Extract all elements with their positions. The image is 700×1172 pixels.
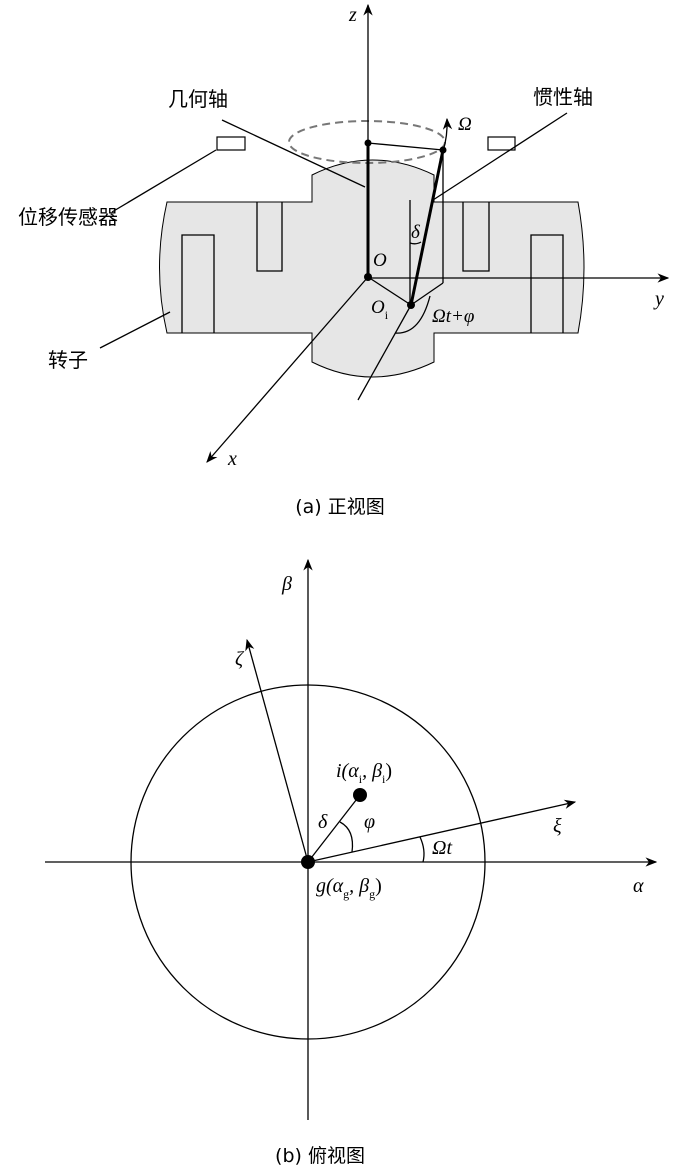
label-beta: β — [281, 573, 292, 595]
label-g-point: g(αg, βg) — [316, 875, 382, 901]
label-omega: Ω — [458, 114, 472, 135]
point-i — [353, 788, 367, 802]
label-geometric-axis: 几何轴 — [168, 87, 228, 111]
omega-t-arc — [419, 836, 425, 863]
inertial-axis-line — [409, 149, 445, 306]
label-sensor: 位移传感器 — [18, 205, 118, 229]
label-omega-t: Ωt — [432, 837, 452, 859]
label-z: z — [348, 4, 357, 26]
point-top-geometric — [364, 139, 372, 147]
leader-rotor — [99, 311, 171, 349]
sensor-left — [216, 136, 246, 151]
leader-sensor — [111, 149, 217, 213]
caption-front-view: (a) 正视图 — [295, 496, 385, 518]
point-g — [301, 855, 315, 869]
offset-Oi-side — [410, 282, 444, 306]
orbit-radius — [367, 142, 444, 151]
slot-right-outer — [530, 234, 564, 333]
top-view: β α ζ ξ δ φ Ωt i(αi, βi) g(αg, βg) (b) 俯… — [45, 558, 658, 1167]
label-rotor: 转子 — [48, 348, 88, 372]
label-inertial-axis: 惯性轴 — [533, 85, 593, 109]
label-delta-top: δ — [318, 811, 328, 833]
label-i-point: i(αi, βi) — [336, 760, 392, 786]
label-y: y — [653, 288, 664, 310]
phase-arc — [394, 295, 431, 334]
rotor-body — [159, 159, 585, 378]
label-phi: φ — [364, 811, 375, 833]
offset-line — [307, 794, 361, 863]
slot-left-inner — [256, 202, 283, 272]
zeta-axis — [245, 638, 309, 863]
front-view: z y x O Oi δ Ω Ωt+φ 几何轴 惯性轴 位移传感器 转子 (a)… — [18, 3, 670, 518]
caption-top-view: (b) 俯视图 — [275, 1145, 365, 1167]
label-alpha: α — [633, 875, 644, 897]
phase-reference — [357, 304, 412, 401]
phi-arc — [339, 821, 354, 853]
slot-left-outer — [181, 234, 215, 333]
label-x: x — [227, 448, 237, 470]
label-phase: Ωt+φ — [432, 306, 474, 327]
label-xi: ξ — [553, 815, 562, 837]
slot-right-inner — [462, 202, 490, 272]
point-top-inertial — [439, 146, 447, 154]
label-delta: δ — [411, 222, 421, 243]
leader-inertial-axis — [432, 112, 568, 201]
leader-geometric-axis — [221, 119, 366, 188]
label-Oi: Oi — [371, 297, 389, 322]
x-axis — [206, 276, 369, 463]
point-O — [364, 273, 372, 281]
sensor-right — [487, 136, 516, 151]
offset-O-Oi — [367, 276, 412, 306]
label-zeta: ζ — [235, 648, 245, 670]
label-O: O — [373, 250, 387, 271]
delta-arc — [409, 241, 422, 245]
point-Oi — [407, 301, 415, 309]
